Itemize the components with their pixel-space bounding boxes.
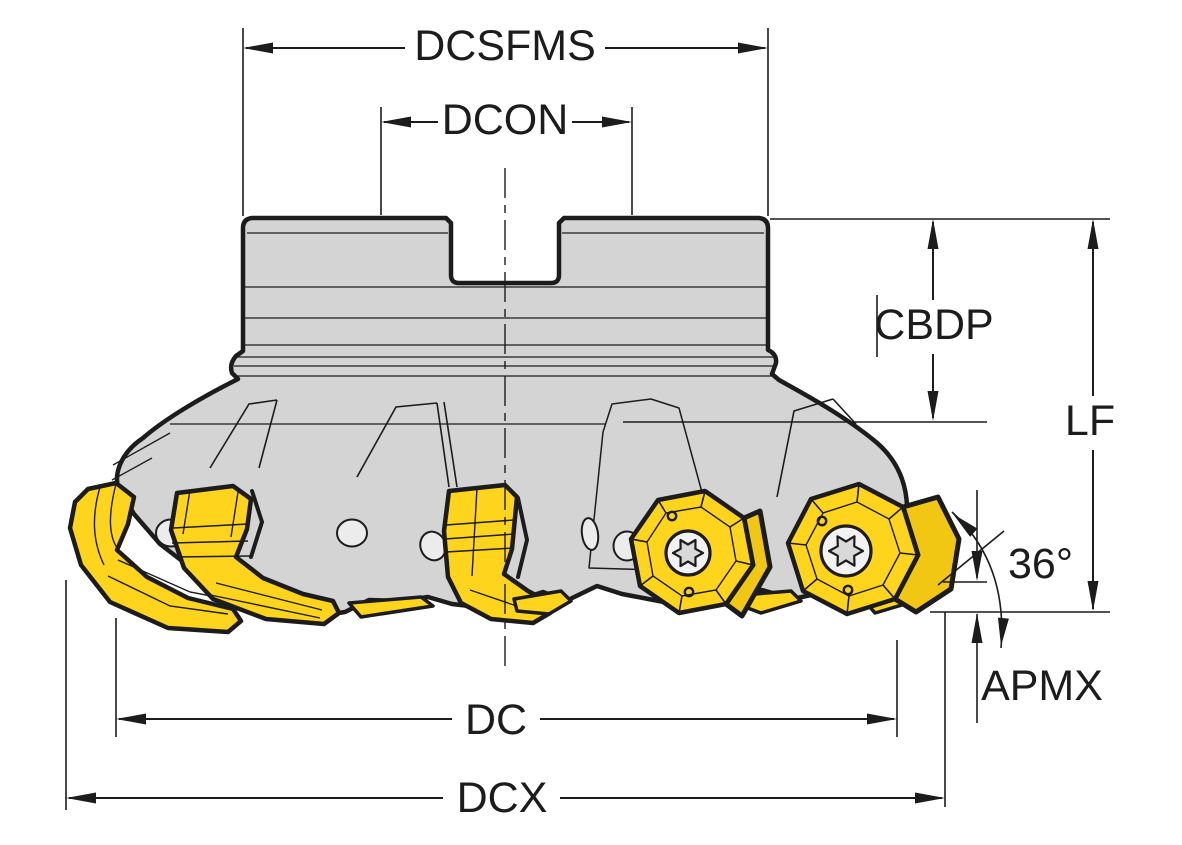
pocket-holes: [155, 517, 642, 562]
gash-1: [209, 399, 278, 469]
label-dcon: DCON: [442, 96, 569, 144]
pocket-edges: [249, 489, 530, 579]
label-dcsfms: DCSFMS: [414, 22, 596, 70]
gash-4: [776, 398, 857, 498]
label-dc: DC: [465, 696, 527, 744]
dimension-dcon: DCON: [381, 96, 632, 144]
hole-4: [580, 517, 600, 551]
flange-lines: [111, 423, 620, 481]
label-cbdp: CBDP: [874, 301, 993, 349]
dimensions: DCSFMS DCON CBDP LF 36° A: [65, 22, 1115, 822]
insert-octagon-1: [628, 488, 773, 619]
dimension-dc: DC: [116, 696, 897, 744]
gash-2: [356, 401, 458, 488]
lead-angle-annotation: [937, 511, 1009, 649]
inserts: [67, 480, 962, 635]
dimension-lf: LF: [1065, 219, 1115, 611]
dimension-cbdp: CBDP: [874, 219, 994, 421]
torx-screw-2: [827, 535, 865, 567]
insert-octagon-2: [785, 481, 962, 617]
label-dcx: DCX: [457, 774, 548, 822]
dimension-apmx: APMX: [971, 551, 1103, 710]
insert-edge-2: [168, 483, 342, 627]
label-apmx: APMX: [981, 662, 1103, 710]
torx-screw-1: [671, 538, 705, 568]
cutting-edge-line: [937, 530, 1005, 586]
dimension-dcx: DCX: [66, 774, 945, 822]
label-lf: LF: [1065, 397, 1115, 445]
label-angle: 36°: [1008, 540, 1073, 588]
dimension-dcsfms: DCSFMS: [243, 22, 768, 70]
hole-2: [336, 518, 368, 548]
